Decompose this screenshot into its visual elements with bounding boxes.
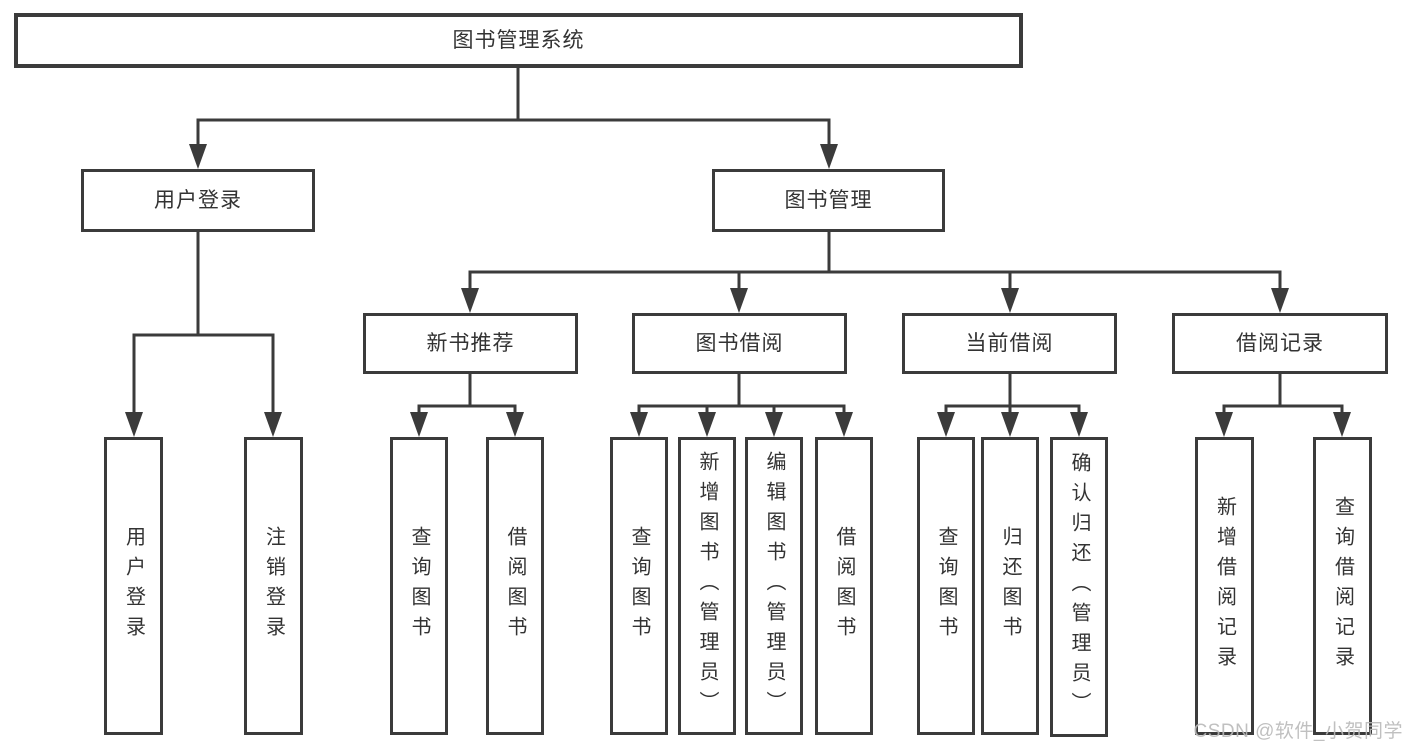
edge-bookmgmt-to-level3 xyxy=(468,230,1282,294)
arrowhead xyxy=(264,412,282,437)
node-label: 图书管理系统 xyxy=(452,28,585,52)
arrowhead xyxy=(1215,412,1233,437)
node-recommend-query-books: 查询图书 xyxy=(390,437,448,735)
node-label: 用户登录 xyxy=(122,526,145,646)
edge-recommend-to-children xyxy=(417,372,517,419)
arrowhead xyxy=(630,412,648,437)
node-current-confirm-return-admin: 确认归还（管理员） xyxy=(1050,437,1108,737)
page-watermark: CSDN @软件_小贺同学 xyxy=(1193,721,1403,742)
node-label: 新书推荐 xyxy=(426,331,515,355)
node-borrowing-records: 借阅记录 xyxy=(1172,313,1388,374)
node-label: 查询图书 xyxy=(935,526,957,646)
node-label: 新增借阅记录 xyxy=(1213,496,1236,676)
node-label: 借阅记录 xyxy=(1236,331,1324,355)
node-label: 图书借阅 xyxy=(695,331,784,355)
node-label: 编辑图书（管理员） xyxy=(763,451,785,721)
node-label: 当前借阅 xyxy=(965,331,1054,355)
edge-current-to-children xyxy=(944,372,1081,419)
node-borrowing-add-books-admin: 新增图书（管理员） xyxy=(678,437,736,735)
edge-userlogin-to-children xyxy=(132,230,275,419)
arrowhead xyxy=(730,288,748,313)
node-current-query-books: 查询图书 xyxy=(917,437,975,735)
node-records-query-record: 查询借阅记录 xyxy=(1313,437,1372,735)
arrowhead xyxy=(698,412,716,437)
node-label: 借阅图书 xyxy=(504,526,526,646)
node-records-add-record: 新增借阅记录 xyxy=(1195,437,1254,735)
arrowhead xyxy=(1001,288,1019,313)
edge-borrowing-to-children xyxy=(637,372,846,419)
node-root: 图书管理系统 xyxy=(14,13,1023,68)
node-user-login: 用户登录 xyxy=(81,169,315,232)
node-label: 查询图书 xyxy=(408,526,430,646)
node-label: 查询借阅记录 xyxy=(1331,496,1354,676)
node-book-management: 图书管理 xyxy=(712,169,945,232)
node-borrowing-query-books: 查询图书 xyxy=(610,437,668,735)
arrowhead xyxy=(189,144,207,169)
node-label: 查询图书 xyxy=(628,526,650,646)
arrowhead xyxy=(506,412,524,437)
arrowhead xyxy=(125,412,143,437)
node-new-book-recommend: 新书推荐 xyxy=(363,313,578,374)
node-book-borrowing: 图书借阅 xyxy=(632,313,847,374)
arrowhead xyxy=(1070,412,1088,437)
arrowhead xyxy=(820,144,838,169)
arrowhead xyxy=(1271,288,1289,313)
arrowhead xyxy=(461,288,479,313)
arrowhead xyxy=(835,412,853,437)
node-login-user: 用户登录 xyxy=(104,437,163,735)
node-recommend-borrow-books: 借阅图书 xyxy=(486,437,544,735)
node-borrowing-borrow-books: 借阅图书 xyxy=(815,437,873,735)
node-label: 借阅图书 xyxy=(833,526,855,646)
node-label: 注销登录 xyxy=(262,526,285,646)
node-borrowing-edit-books-admin: 编辑图书（管理员） xyxy=(745,437,803,735)
node-logout: 注销登录 xyxy=(244,437,303,735)
arrowhead xyxy=(937,412,955,437)
arrowhead xyxy=(1001,412,1019,437)
node-label: 用户登录 xyxy=(154,188,242,212)
node-current-return-books: 归还图书 xyxy=(981,437,1039,735)
node-label: 归还图书 xyxy=(999,526,1021,646)
node-label: 确认归还（管理员） xyxy=(1068,452,1090,722)
node-label: 新增图书（管理员） xyxy=(696,451,718,721)
node-label: 图书管理 xyxy=(784,188,873,212)
edge-root-to-level2 xyxy=(196,66,831,149)
edge-records-to-children xyxy=(1222,372,1344,419)
arrowhead xyxy=(1333,412,1351,437)
arrowhead xyxy=(410,412,428,437)
arrowhead xyxy=(765,412,783,437)
node-current-borrowing: 当前借阅 xyxy=(902,313,1117,374)
